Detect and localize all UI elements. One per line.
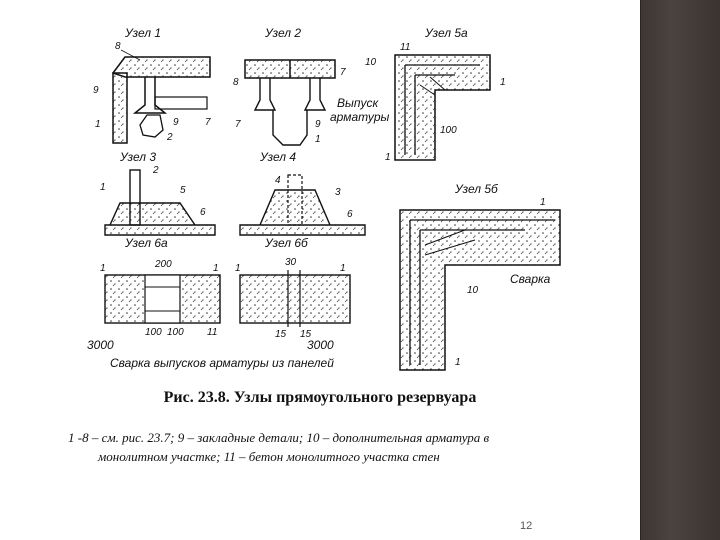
strip-edge-divider: [640, 0, 641, 540]
node-6a-label: Узел 6а: [124, 236, 168, 250]
n1-callout-2: 2: [166, 132, 173, 143]
caption-body: 1 -8 – см. рис. 23.7; 9 – закладные дета…: [68, 428, 628, 466]
n2-callout-1: 1: [315, 134, 321, 145]
node-6a-drawing: Узел 6а 200 1 1 100 100 11 3000: [87, 236, 221, 352]
node-5a-label: Узел 5а: [424, 26, 468, 40]
n1-callout-9b: 9: [173, 117, 179, 128]
n2-callout-9: 9: [315, 119, 321, 130]
dim-3000b: 3000: [307, 338, 334, 352]
vypusk-label-line1: Выпуск: [337, 96, 379, 110]
page-number: 12: [520, 520, 533, 532]
n5a-callout-1b: 1: [385, 152, 391, 163]
n2-callout-7: 7: [340, 67, 346, 78]
node-5b-drawing: Узел 5б 1 Сварка 10 1: [399, 182, 561, 371]
n3-callout-1: 1: [100, 182, 106, 193]
dim-3000a: 3000: [87, 338, 114, 352]
dim-100a: 100: [145, 327, 162, 338]
node-2-label: Узел 2: [264, 26, 301, 40]
svarka-label: Сварка: [510, 272, 551, 286]
node-3-drawing: Узел 3 1 2 5 6: [100, 150, 216, 236]
node-5a-drawing: Узел 5а 10 11 1 1 100: [365, 26, 506, 163]
n5a-callout-1: 1: [500, 77, 506, 88]
dim-15b: 15: [300, 329, 312, 340]
dim-100-5a: 100: [440, 125, 457, 136]
caption-title: Рис. 23.8. Узлы прямоугольного резервуар…: [163, 389, 477, 406]
n5a-callout-10: 10: [365, 57, 377, 68]
tank-joints-figure: Узел 1 8 9 1 9 7 2 Узел 2: [85, 15, 575, 395]
n1-callout-8: 8: [115, 41, 121, 52]
n6a-callout-1: 1: [100, 263, 106, 274]
dim-15a: 15: [275, 329, 287, 340]
node-2-drawing: Узел 2 8 7 7 9 1 Выпуск арматуры: [233, 26, 390, 146]
node-1-drawing: Узел 1 8 9 1 9 7 2: [93, 26, 211, 144]
node-5b-label: Узел 5б: [454, 182, 499, 196]
caption-line-2: монолитном участке; 11 – бетон монолитно…: [98, 449, 440, 464]
n1-callout-7: 7: [205, 117, 211, 128]
n4-callout-6: 6: [347, 209, 353, 220]
n6a-callout-1b: 1: [213, 263, 219, 274]
dim-30: 30: [285, 257, 297, 268]
dark-side-strip: [640, 0, 720, 540]
n6b-callout-1b: 1: [340, 263, 346, 274]
dim-200: 200: [154, 259, 172, 270]
n4-callout-3: 3: [335, 187, 341, 198]
vypusk-label-line2: арматуры: [330, 110, 390, 124]
n2-callout-7b: 7: [235, 119, 241, 130]
n1-callout-9: 9: [93, 85, 99, 96]
n1-callout-1: 1: [95, 119, 101, 130]
n5a-callout-11: 11: [400, 42, 410, 53]
n3-callout-2: 2: [152, 165, 159, 176]
n6a-callout-11: 11: [207, 327, 217, 338]
node-6b-drawing: Узел 6б 30 1 1 15 15 3000: [235, 236, 351, 352]
n2-callout-8: 8: [233, 77, 239, 88]
node-1-label: Узел 1: [124, 26, 161, 40]
svarka-vypuskov-label: Сварка выпусков арматуры из панелей: [110, 356, 334, 370]
dim-100b: 100: [167, 327, 184, 338]
n6b-callout-1: 1: [235, 263, 241, 274]
node-6b-label: Узел 6б: [264, 236, 309, 250]
node-4-label: Узел 4: [259, 150, 296, 164]
n5b-callout-1: 1: [540, 197, 546, 208]
n5b-callout-1b: 1: [455, 357, 461, 368]
tank-joints-drawing: Узел 1 8 9 1 9 7 2 Узел 2: [87, 26, 561, 371]
n3-callout-5: 5: [180, 185, 186, 196]
n4-callout-4: 4: [275, 175, 281, 186]
n5b-callout-10: 10: [467, 285, 479, 296]
caption-line-1: 1 -8 – см. рис. 23.7; 9 – закладные дета…: [68, 430, 490, 445]
n3-callout-6: 6: [200, 207, 206, 218]
node-4-drawing: Узел 4 4 3 6: [239, 150, 366, 236]
node-3-label: Узел 3: [119, 150, 156, 164]
